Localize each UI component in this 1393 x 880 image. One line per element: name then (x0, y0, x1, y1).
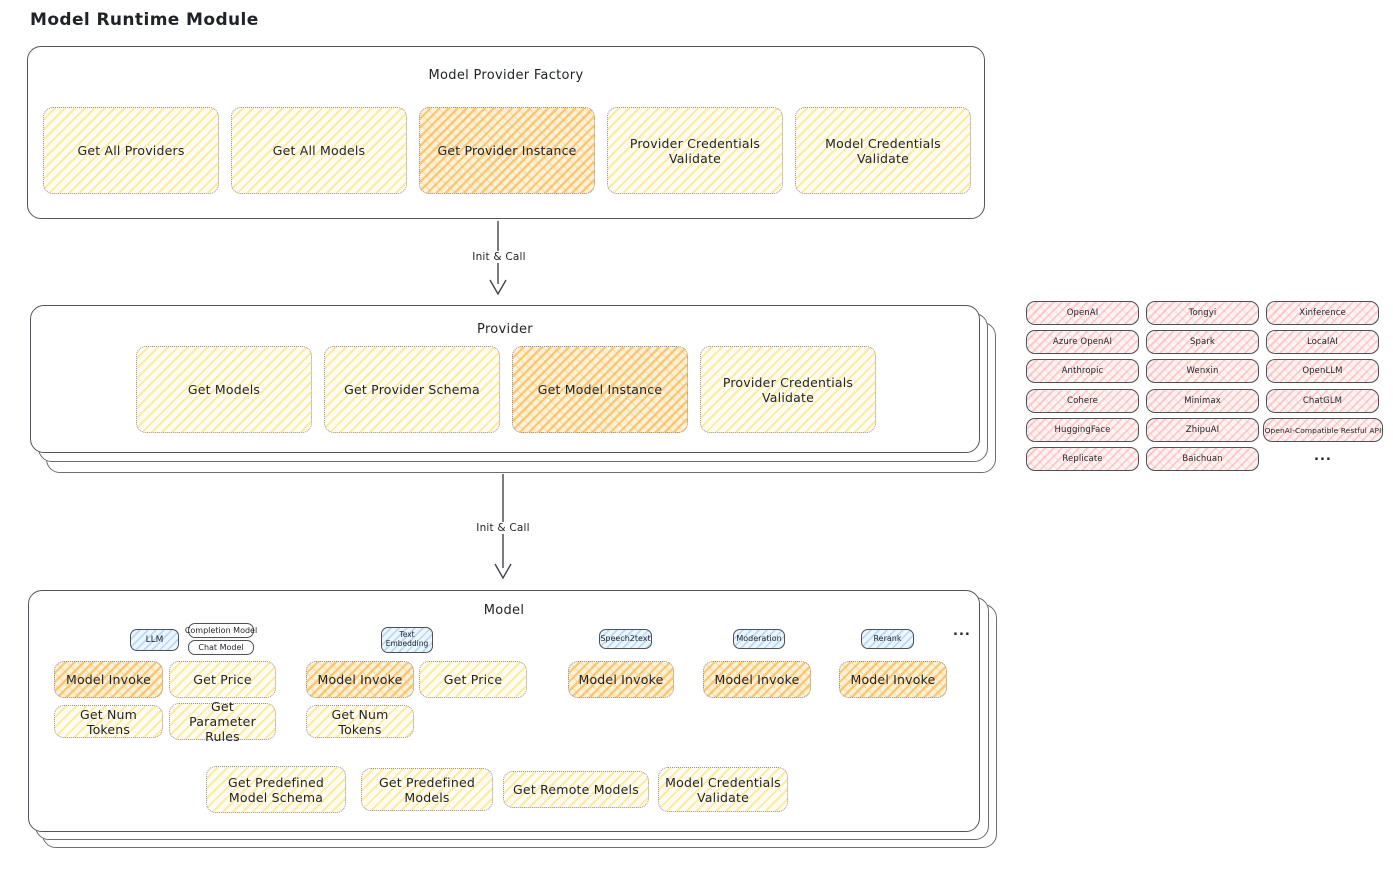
model-node-get-parameter-rules-3[interactable]: Get Parameter Rules (169, 699, 276, 744)
model-node-get-predefined-models[interactable]: Get Predefined Models (361, 768, 493, 811)
factory-title: Model Provider Factory (428, 68, 584, 83)
provider-item-replicate[interactable]: Replicate (1026, 447, 1139, 471)
provider-item-localai[interactable]: LocalAI (1266, 330, 1379, 354)
provider-node-provider-credentials-validate[interactable]: Provider Credentials Validate (700, 346, 876, 433)
model-node-get-price-1[interactable]: Get Price (169, 661, 276, 698)
factory-node-get-provider-instance[interactable]: Get Provider Instance (419, 107, 595, 194)
provider-item-huggingface[interactable]: HuggingFace (1026, 418, 1139, 442)
provider-item-azure-openai[interactable]: Azure OpenAI (1026, 330, 1139, 354)
factory-node-get-all-models[interactable]: Get All Models (231, 107, 407, 194)
provider-item-minimax[interactable]: Minimax (1146, 389, 1259, 413)
model-node-model-invoke-0[interactable]: Model Invoke (54, 661, 163, 698)
model-subtype-chat-model[interactable]: Chat Model (188, 640, 254, 655)
provider-item-openai[interactable]: OpenAI (1026, 301, 1139, 325)
provider-node-get-provider-schema[interactable]: Get Provider Schema (324, 346, 500, 433)
model-node-model-credentials-validate[interactable]: Model Credentials Validate (658, 767, 788, 812)
factory-node-model-credentials-validate[interactable]: Model Credentials Validate (795, 107, 971, 194)
model-node-model-invoke-8[interactable]: Model Invoke (703, 661, 811, 698)
model-node-get-predefined-model-schema[interactable]: Get Predefined Model Schema (206, 766, 346, 813)
model-node-model-invoke-4[interactable]: Model Invoke (306, 661, 414, 698)
model-type-speech2text[interactable]: Speech2text (599, 629, 652, 649)
provider-item-zhipuai[interactable]: ZhipuAI (1146, 418, 1259, 442)
model-type-moderation[interactable]: Moderation (733, 629, 785, 649)
provider-list-ellipsis: ... (1314, 449, 1332, 464)
model-type-rerank[interactable]: Rerank (861, 629, 914, 649)
model-subtype-completion-model[interactable]: Completion Model (185, 623, 257, 638)
page-title: Model Runtime Module (30, 10, 259, 30)
provider-item-tongyi[interactable]: Tongyi (1146, 301, 1259, 325)
model-node-model-invoke-7[interactable]: Model Invoke (568, 661, 674, 698)
arrow2-label: Init & Call (471, 522, 535, 534)
factory-box: Model Provider Factory Get All Providers… (27, 46, 985, 219)
provider-item-baichuan[interactable]: Baichuan (1146, 447, 1259, 471)
provider-item-wenxin[interactable]: Wenxin (1146, 359, 1259, 383)
factory-node-get-all-providers[interactable]: Get All Providers (43, 107, 219, 194)
factory-node-provider-credentials-validate[interactable]: Provider Credentials Validate (607, 107, 783, 194)
provider-node-get-model-instance[interactable]: Get Model Instance (512, 346, 688, 433)
arrow1-label: Init & Call (467, 251, 531, 263)
model-node-get-remote-models[interactable]: Get Remote Models (503, 771, 649, 808)
model-more-ellipsis: ... (953, 624, 971, 639)
provider-item-chatglm[interactable]: ChatGLM (1266, 389, 1379, 413)
model-node-get-num-tokens-6[interactable]: Get Num Tokens (306, 705, 414, 738)
model-type-text-embedding[interactable]: Text Embedding (381, 627, 433, 653)
provider-item-cohere[interactable]: Cohere (1026, 389, 1139, 413)
model-type-llm[interactable]: LLM (130, 629, 179, 651)
model-node-get-num-tokens-2[interactable]: Get Num Tokens (54, 705, 163, 738)
model-title: Model (483, 603, 525, 618)
model-node-model-invoke-9[interactable]: Model Invoke (839, 661, 947, 698)
model-node-get-price-5[interactable]: Get Price (419, 661, 527, 698)
provider-item-spark[interactable]: Spark (1146, 330, 1259, 354)
provider-item-openllm[interactable]: OpenLLM (1266, 359, 1379, 383)
provider-title: Provider (477, 322, 533, 337)
provider-node-get-models[interactable]: Get Models (136, 346, 312, 433)
provider-item-xinference[interactable]: Xinference (1266, 301, 1379, 325)
arrow-provider-to-model (494, 474, 512, 580)
provider-item-anthropic[interactable]: Anthropic (1026, 359, 1139, 383)
provider-item-openai-compatible-restful-api[interactable]: OpenAI-Compatible Restful API (1263, 418, 1383, 442)
